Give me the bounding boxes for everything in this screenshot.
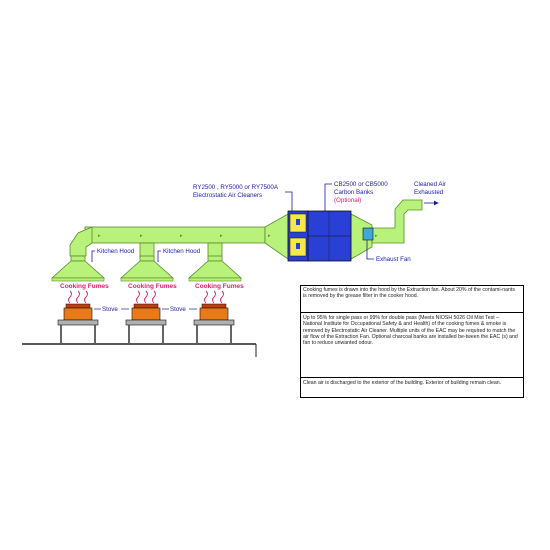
svg-text:▸: ▸: [220, 233, 223, 239]
exhaust-fan-label: Exhaust Fan: [376, 256, 411, 263]
kitchen-hood-2: [119, 255, 175, 282]
svg-text:▸: ▸: [98, 233, 101, 239]
kitchen-hood-3: [187, 255, 243, 282]
stove-2: [125, 303, 167, 343]
carbon-optional-label: (Optional): [334, 197, 361, 204]
cooking-fumes-label-2: Cooking Fumes: [128, 283, 177, 290]
eac-label: Electrostatic Air Cleaners: [193, 192, 262, 199]
fume-lines: [68, 290, 224, 304]
carbon-label: Carbon Banks: [334, 189, 373, 196]
cooking-fumes-label-3: Cooking Fumes: [195, 283, 244, 290]
kitchen-hood-label-1: Kitchen Hood: [97, 248, 135, 255]
svg-text:▸: ▸: [268, 233, 271, 239]
note-divider-1: [300, 312, 524, 313]
note-eac-removal: Up to 95% for single pass or 99% for dou…: [303, 315, 518, 347]
notes-panel: [300, 285, 524, 398]
main-duct: ▸ ▸ ▸ ▸ ▸ ▸: [69, 199, 423, 260]
carbon-model-label: CB2500 or CB5000: [334, 181, 388, 188]
svg-text:▸: ▸: [375, 233, 378, 239]
note-hood-capture: Cooking fumes is drawn into the hood by …: [303, 287, 515, 300]
note-clean-discharge: Clean air is discharged to the exterior …: [303, 380, 502, 386]
exhausted-label: Exhausted: [414, 189, 444, 196]
svg-text:▸: ▸: [140, 233, 143, 239]
stove-label-2: Stove: [170, 306, 186, 313]
cleaned-air-label: Cleaned Air: [414, 181, 446, 188]
stove-3: [193, 303, 235, 343]
electrostatic-air-cleaner: [287, 210, 309, 262]
eac-model-label: RY2500 , RY5000 or RY7500A: [193, 184, 279, 191]
stove-label-1: Stove: [102, 306, 118, 313]
svg-text:▸: ▸: [180, 233, 183, 239]
cooking-fumes-label-1: Cooking Fumes: [60, 283, 109, 290]
kitchen-hood-1: [50, 255, 106, 282]
carbon-banks: [307, 210, 352, 262]
kitchen-hood-label-2: Kitchen Hood: [163, 248, 201, 255]
note-divider-2: [300, 377, 524, 378]
exhaust-fan: [362, 227, 374, 241]
stove-1: [57, 303, 99, 343]
